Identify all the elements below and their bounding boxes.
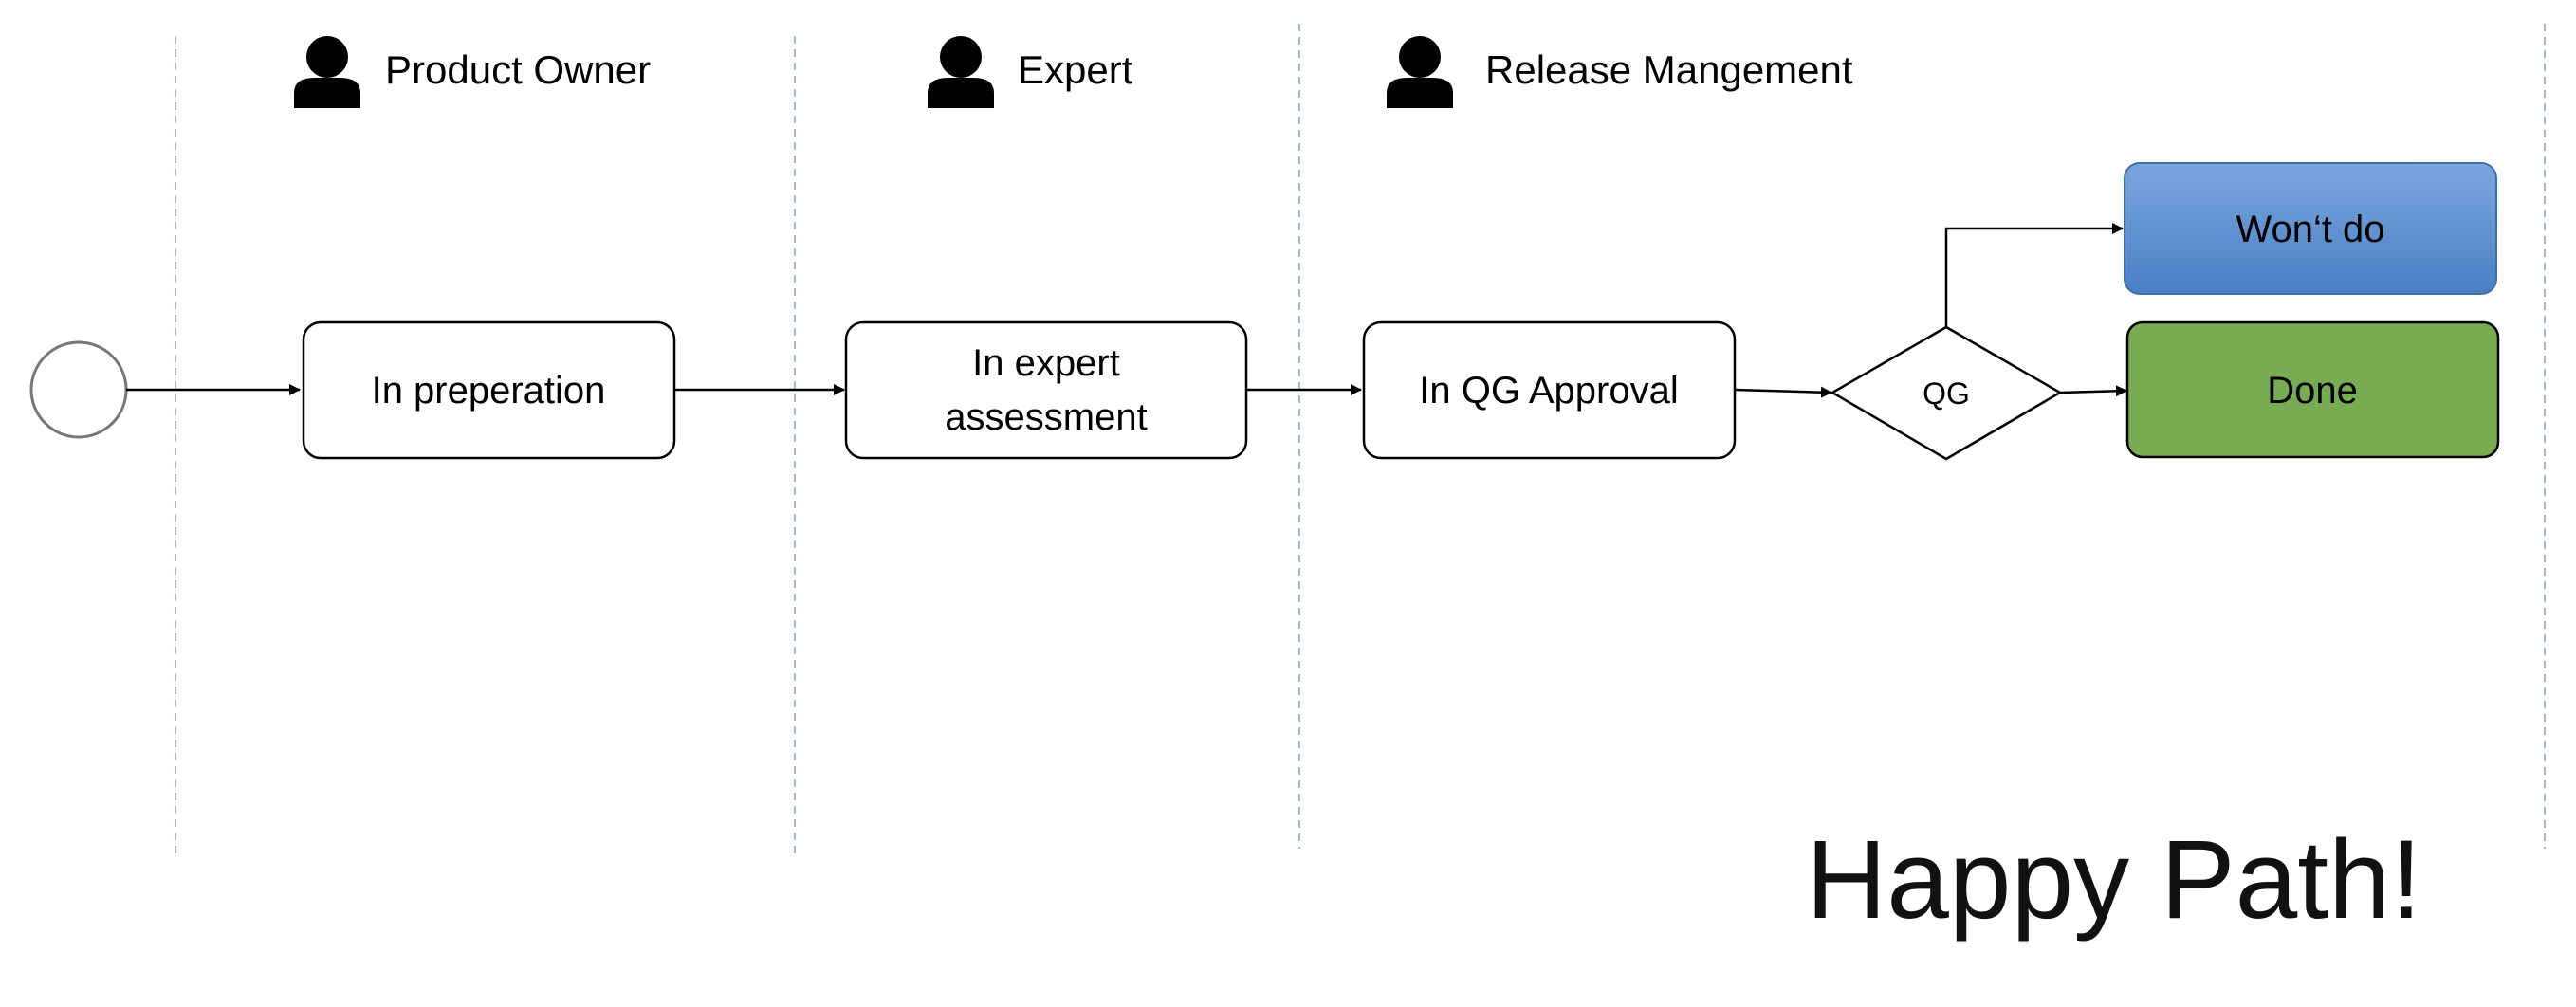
role-label: Expert [1018,47,1133,92]
task-label: In preperation [372,370,606,412]
role-product-owner: Product Owner [294,36,651,108]
task-label-line-1: In expert [972,342,1120,384]
happy-path-caption: Happy Path! [1806,817,2421,943]
role-label: Release Mangement [1485,47,1853,92]
end-state-done: Done [2125,320,2500,459]
role-release-management: Release Mangement [1387,36,1853,108]
role-expert: Expert [928,36,1133,108]
person-icon [1387,36,1453,108]
task-in-qg-approval: In QG Approval [1362,320,1737,460]
person-icon [294,36,360,108]
start-event [29,340,128,439]
gateway-label: QG [1923,376,1970,411]
flow-arrow [1944,223,2124,326]
person-icon [928,36,994,108]
end-state-label: Won‘t do [2236,209,2384,250]
gateway-qg: QG [1830,325,2063,461]
flow-arrow [2059,385,2127,397]
task-in-preparation: In preperation [302,320,676,460]
task-label: In QG Approval [1419,370,1678,412]
end-state-wont-do: Won‘t do [2124,162,2497,295]
flow-arrow [1734,386,1832,398]
task-in-expert-assessment: In expert assessment [844,320,1248,460]
end-state-label: Done [2267,370,2358,412]
role-label: Product Owner [385,47,651,92]
task-label-line-2: assessment [945,396,1147,438]
